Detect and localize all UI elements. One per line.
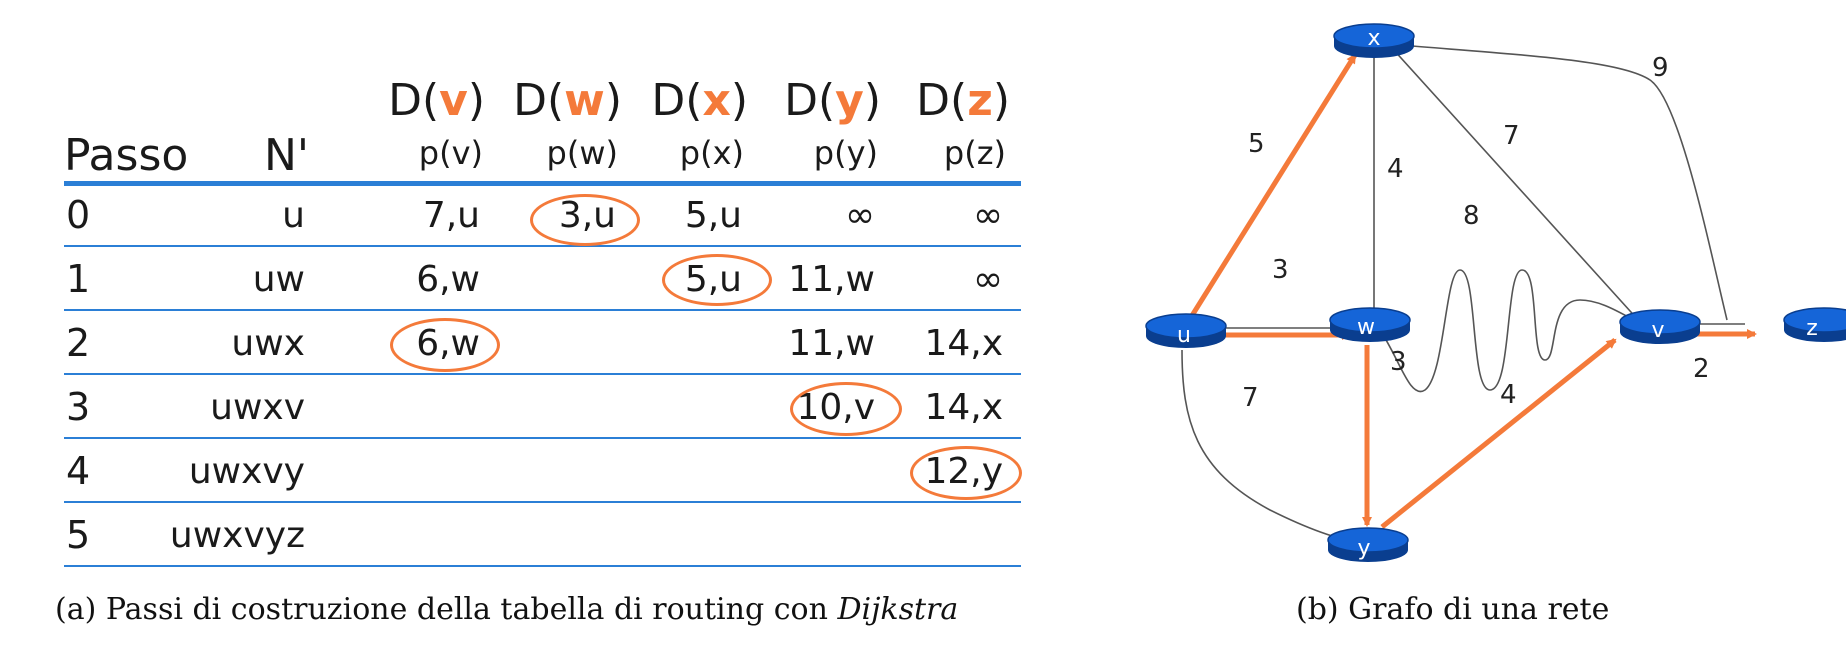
row-divider xyxy=(64,437,1021,439)
cell-z: 14,x xyxy=(924,387,1003,428)
router-node-y: y xyxy=(1327,527,1409,562)
dijkstra-table: D(v) D(w) D(x) D(y) D(z) p(v) p(w) p(x) … xyxy=(55,75,1022,627)
node-label-v: v xyxy=(1651,318,1664,343)
cell-y: ∞ xyxy=(845,195,875,236)
edge-x-z xyxy=(1399,44,1728,321)
router-node-u: u xyxy=(1145,313,1227,348)
row-divider xyxy=(64,309,1021,311)
nprime-value: uwxv xyxy=(210,387,305,428)
cell-v: 7,u xyxy=(422,195,480,236)
selected-circle xyxy=(530,194,640,246)
cell-z: 14,x xyxy=(924,323,1003,364)
header-divider xyxy=(64,181,1021,186)
network-graph: 5 3 7 4 7 9 8 3 4 2 x u w v y z xyxy=(1145,23,1846,562)
nprime-value: uwx xyxy=(231,323,305,364)
selected-circle xyxy=(390,318,500,372)
selected-circle xyxy=(790,382,902,436)
weight-y-v: 4 xyxy=(1500,380,1517,410)
weight-x-z: 9 xyxy=(1652,53,1669,83)
cell-x: 5,u xyxy=(684,195,742,236)
weight-v-z: 2 xyxy=(1693,354,1710,384)
cell-v: 6,w xyxy=(416,259,480,300)
row-divider xyxy=(64,565,1021,567)
step-label: 4 xyxy=(66,449,91,493)
weight-u-x: 5 xyxy=(1248,129,1265,159)
cell-y: 11,w xyxy=(788,259,875,300)
edge-x-v xyxy=(1391,47,1641,323)
step-label: 0 xyxy=(66,193,91,237)
selected-circle xyxy=(910,446,1022,500)
header-dv: D(v) xyxy=(388,75,485,126)
weight-w-v: 8 xyxy=(1463,201,1480,231)
row-divider xyxy=(64,501,1021,503)
step-label: 2 xyxy=(66,321,91,365)
header-py: p(y) xyxy=(813,134,878,172)
header-pz: p(z) xyxy=(943,134,1006,172)
header-pv: p(v) xyxy=(418,134,483,172)
path-u-x xyxy=(1185,53,1358,324)
header-px: p(x) xyxy=(679,134,744,172)
header-pw: p(w) xyxy=(546,134,618,172)
router-node-w: w xyxy=(1329,307,1411,342)
header-dx: D(x) xyxy=(651,75,748,126)
weight-x-v: 7 xyxy=(1503,121,1520,151)
step-label: 3 xyxy=(66,385,91,429)
step-label: 1 xyxy=(66,257,91,301)
nprime-value: uwxvyz xyxy=(169,515,305,556)
weight-u-y: 7 xyxy=(1242,383,1259,413)
router-node-v: v xyxy=(1619,309,1701,344)
router-node-z: z xyxy=(1783,307,1846,342)
header-dz: D(z) xyxy=(916,75,1010,126)
row-divider xyxy=(64,373,1021,375)
header-nprime: N' xyxy=(264,130,310,181)
nprime-value: u xyxy=(282,195,305,236)
weight-x-w: 4 xyxy=(1387,154,1404,184)
weight-u-w: 3 xyxy=(1272,255,1289,285)
weight-w-y: 3 xyxy=(1390,347,1407,377)
node-label-z: z xyxy=(1806,316,1818,341)
node-label-w: w xyxy=(1357,315,1375,340)
header-passo: Passo xyxy=(64,130,189,181)
cell-y: 11,w xyxy=(788,323,875,364)
selected-circle xyxy=(662,254,772,306)
row-divider xyxy=(64,245,1021,247)
node-label-y: y xyxy=(1357,536,1370,561)
header-dw: D(w) xyxy=(513,75,622,126)
edge-w-v-wavy xyxy=(1379,269,1646,393)
header-dy: D(y) xyxy=(784,75,881,126)
cell-z: ∞ xyxy=(973,259,1003,300)
graph-caption: (b) Grafo di una rete xyxy=(1296,592,1610,627)
path-y-v xyxy=(1380,338,1617,529)
table-caption: (a) Passi di costruzione della tabella d… xyxy=(55,592,959,627)
step-label: 5 xyxy=(66,513,91,557)
edge-u-y xyxy=(1181,349,1363,544)
nprime-value: uwxvy xyxy=(188,451,305,492)
node-label-u: u xyxy=(1177,323,1191,348)
router-node-x: x xyxy=(1333,23,1415,58)
nprime-value: uw xyxy=(252,259,305,300)
cell-z: ∞ xyxy=(973,195,1003,236)
node-label-x: x xyxy=(1367,26,1380,51)
